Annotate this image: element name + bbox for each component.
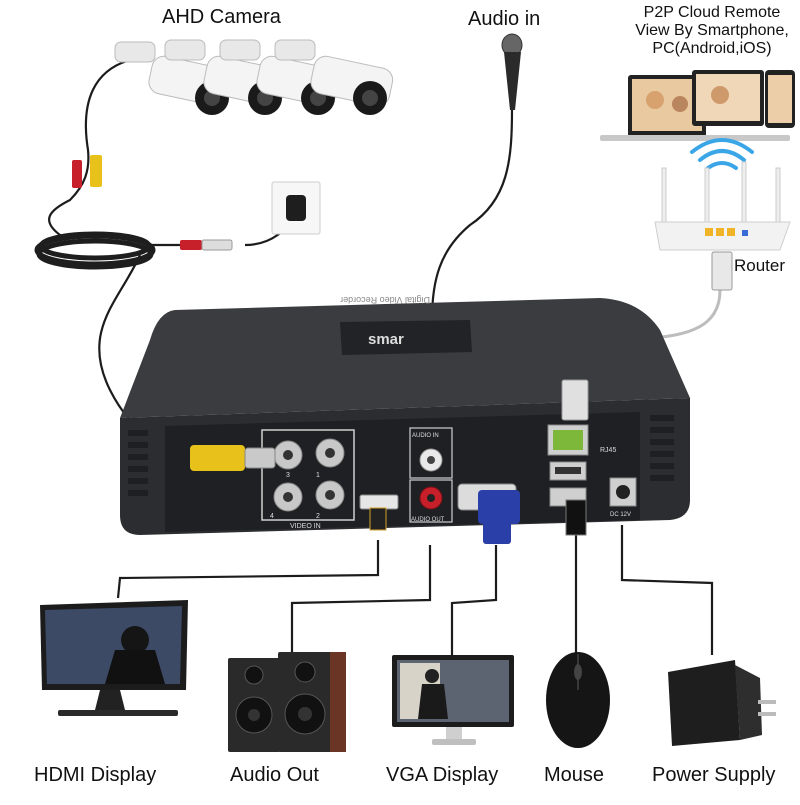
hdmi-cable (116, 540, 380, 599)
label-p2p-line1: P2P Cloud Remote (643, 4, 781, 21)
dc-label: DC 12V (610, 512, 631, 518)
dvr-brand-text: smar (368, 331, 404, 348)
label-router: Router (734, 256, 786, 275)
label-vga-display: VGA Display (386, 764, 499, 786)
label-audio-out: Audio Out (230, 764, 319, 786)
power-supply (668, 660, 776, 746)
hdmi-port (359, 494, 399, 531)
label-p2p-line2: View By Smartphone, (635, 22, 789, 39)
dc-port: DC 12V (609, 477, 637, 518)
label-hdmi-display: HDMI Display (34, 764, 157, 786)
video-in-ports: 3 1 4 2 VIDEO IN (261, 429, 355, 530)
dvr-unit: smar Digital Video Recorder 3 1 4 2 VIDE… (120, 295, 690, 544)
audio-out-port-label: AUDIO OUT (411, 517, 445, 523)
dvr-vents (128, 415, 674, 496)
dvr-top-text: Digital Video Recorder (340, 295, 430, 305)
wifi-signal-icon (690, 138, 754, 170)
audio-out-cable (290, 545, 432, 660)
audio-out-port: AUDIO OUT (409, 479, 453, 523)
label-audio-in: Audio in (468, 8, 541, 30)
bnc-plug (190, 445, 276, 471)
router (654, 161, 791, 291)
vga-monitor (392, 655, 514, 745)
audio-in-port: AUDIO IN (409, 427, 453, 479)
power-connector (180, 239, 233, 251)
dc-cable (620, 525, 714, 655)
cable-coil (34, 231, 156, 270)
dvr-top (120, 298, 690, 418)
camera-4 (274, 39, 394, 115)
hdmi-monitor (40, 600, 188, 716)
audio-in-cable (430, 109, 514, 440)
vga-cable (450, 545, 498, 655)
ch4-label: 4 (270, 513, 274, 520)
ch3-label: 3 (286, 472, 290, 479)
camera-connectors (72, 155, 102, 188)
vga-port (457, 483, 520, 544)
label-ahd-camera: AHD Camera (162, 6, 281, 28)
video-in-label: VIDEO IN (290, 523, 321, 530)
microphone (501, 33, 523, 110)
usb-ports (549, 461, 587, 536)
wall-adapter (271, 181, 321, 235)
label-p2p-line3: PC(Android,iOS) (652, 40, 772, 57)
rj45-label: RJ45 (600, 447, 616, 454)
ahd-cameras (114, 39, 394, 115)
label-mouse: Mouse (544, 764, 605, 786)
speakers (228, 652, 346, 752)
ch2-label: 2 (316, 513, 320, 520)
mouse (546, 652, 610, 748)
remote-devices (600, 70, 795, 141)
label-p2p: P2P Cloud Remote View By Smartphone, PC(… (624, 4, 800, 58)
dvr-brand-plate (340, 320, 472, 355)
label-power-supply: Power Supply (652, 764, 776, 786)
audio-in-port-label: AUDIO IN (412, 433, 439, 439)
camera-lead-cable (48, 58, 131, 236)
ch1-label: 1 (316, 472, 320, 479)
rj45-port: RJ45 (547, 379, 616, 456)
